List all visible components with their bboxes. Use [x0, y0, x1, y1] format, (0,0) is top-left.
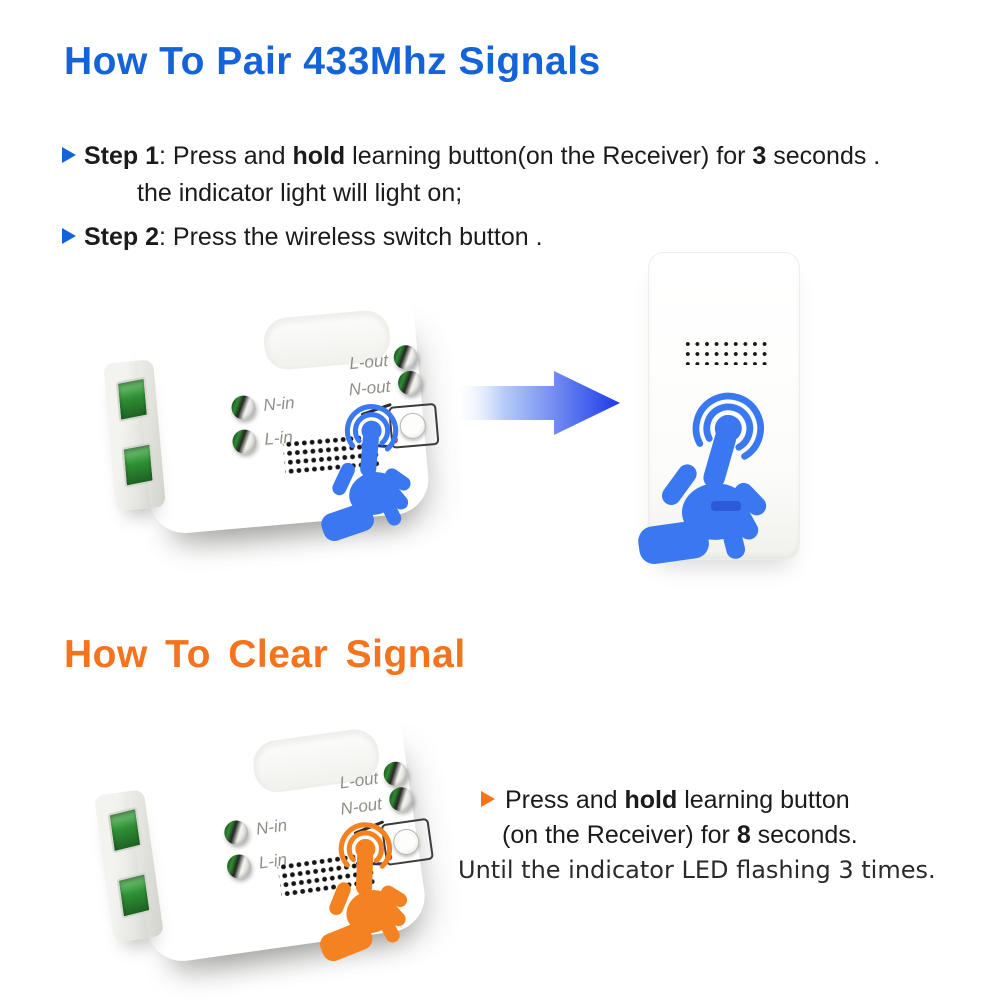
label-n-in: N-in: [254, 815, 289, 839]
tap-hand-icon: [321, 404, 411, 542]
screw-terminal-l-out: [382, 760, 410, 788]
step2-line: Step 2: Press the wireless switch button…: [84, 223, 543, 251]
step1-triangle-icon: [62, 147, 76, 163]
tap-hand-icon: [638, 392, 767, 564]
clear-line3: Until the indicator LED flashing 3 times…: [458, 856, 936, 884]
wireless-switch-illustration: [638, 252, 800, 564]
screw-terminal-n-out: [397, 369, 424, 396]
step2-label: Step 2: [84, 223, 160, 251]
screw-terminal-n-in: [230, 394, 257, 421]
screw-terminal-l-out: [392, 344, 419, 371]
step1-line1: Step 1: Press and hold learning button(o…: [84, 142, 881, 170]
switch-speaker-grille: [681, 337, 767, 365]
screw-terminal-n-in: [222, 819, 250, 847]
clear-line2: (on the Receiver) for 8 seconds.: [502, 821, 858, 849]
step2-triangle-icon: [62, 228, 76, 244]
screw-terminal-l-in: [231, 428, 258, 455]
switch-slot: [711, 501, 741, 511]
screw-terminal-n-out: [387, 785, 415, 813]
arrow-right-icon: [452, 371, 620, 435]
label-n-in: N-in: [262, 393, 296, 415]
receiver-illustration-pair: N-in L-in L-out N-out: [102, 298, 440, 542]
clear-line1: Press and hold learning button: [505, 786, 850, 814]
tap-hand-icon: [320, 822, 408, 962]
clear-triangle-icon: [481, 791, 495, 807]
screw-terminal-l-in: [225, 852, 253, 881]
receiver-illustration-clear: N-in L-in L-out N-out: [93, 722, 434, 962]
step1-label: Step 1: [84, 142, 160, 170]
label-l-out: L-out: [348, 350, 389, 374]
clear-title: How To Clear Signal: [64, 633, 466, 676]
step1-line2: the indicator light will light on;: [137, 179, 463, 207]
pair-title: How To Pair 433Mhz Signals: [64, 40, 601, 83]
